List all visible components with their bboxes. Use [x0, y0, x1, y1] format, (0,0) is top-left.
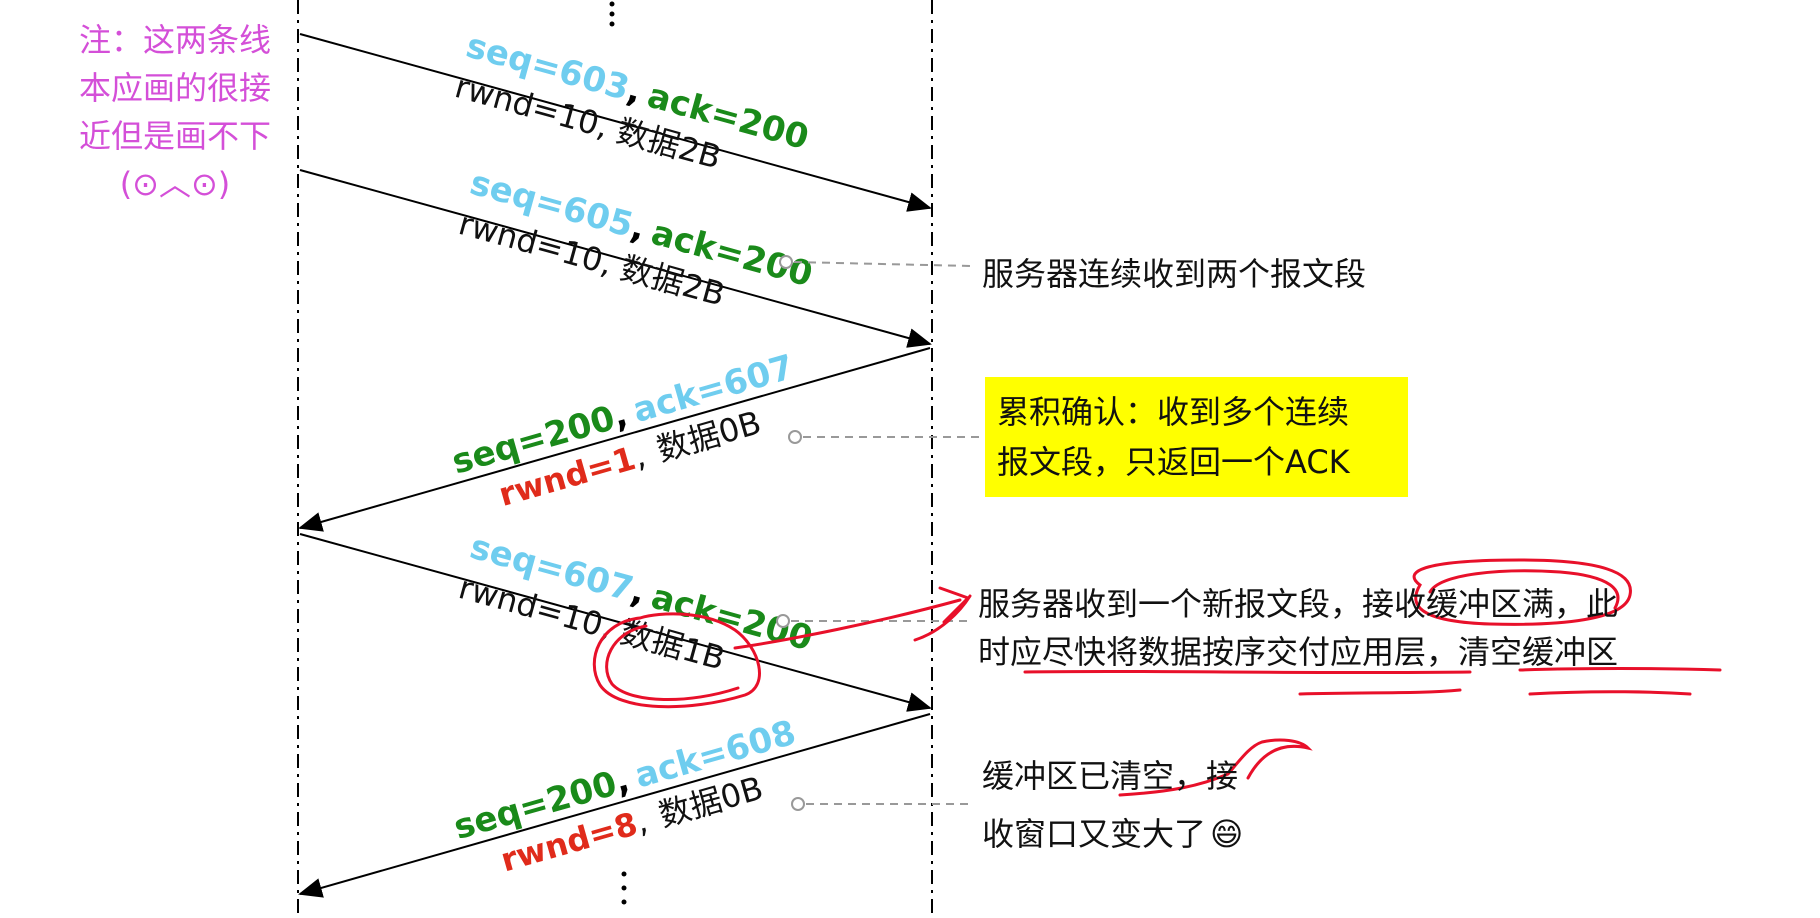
- side-note-line-4: (⊙︿⊙): [119, 165, 231, 203]
- side-note-line-1: 注：这两条线: [78, 21, 271, 59]
- callout-cumulative-ack-line-2: 报文段，只返回一个ACK: [997, 443, 1350, 481]
- underline-clear-buffer: [1518, 667, 1722, 696]
- arrow-segment-4: [299, 533, 932, 712]
- circle-buffer-full-inner: [1428, 569, 1620, 610]
- segment-2-labels: seq=605,ack=200 rwnd=10,数据2B: [455, 163, 817, 314]
- leader-line-1: [779, 255, 973, 269]
- segment-5-labels: seq=200,ack=608 rwnd=8,数据0B: [450, 713, 801, 880]
- bottom-ellipsis: [621, 871, 627, 905]
- grin-emoji-icon: 😄: [1210, 815, 1244, 853]
- leader-line-2: [788, 430, 985, 444]
- top-ellipsis: [609, 1, 615, 27]
- callout-buffer-cleared-line-2: 收窗口又变大了😄: [982, 810, 1243, 858]
- side-note: 注：这两条线 本应画的很接 近但是画不下 (⊙︿⊙): [60, 16, 290, 208]
- red-annotations: [592, 558, 1722, 797]
- arrow-segment-5: [298, 713, 931, 898]
- callout-buffer-cleared-line-1: 缓冲区已清空，接: [982, 757, 1239, 795]
- callout-buffer-cleared-text: 收窗口又变大了: [982, 815, 1207, 853]
- callout-cumulative-ack-line-1: 累积确认：收到多个连续: [997, 393, 1350, 431]
- leader-line-4: [791, 797, 972, 811]
- segment-4-labels: seq=607,ack=200 rwnd=10,数据1B: [455, 527, 817, 678]
- side-note-line-2: 本应画的很接: [78, 69, 271, 107]
- arrow-segment-1: [299, 33, 932, 212]
- callout-cumulative-ack-box: 累积确认：收到多个连续 报文段，只返回一个ACK: [985, 377, 1408, 497]
- arrow-segment-3: [298, 347, 931, 532]
- callout-buffer-full-line-1: 服务器收到一个新报文段，接收缓冲区满，此: [978, 585, 1619, 623]
- segment-3-labels: seq=200,ack=607 rwnd=1,数据0B: [448, 347, 799, 514]
- circle-data-1b-inner: [605, 624, 740, 701]
- arrow-to-callout-2: [913, 594, 972, 642]
- callout-two-segments: 服务器连续收到两个报文段: [982, 255, 1367, 293]
- circle-buffer-full: [1412, 558, 1632, 626]
- underline-deliver: [1023, 669, 1472, 696]
- scribble-buffer-cleared: [1118, 738, 1313, 797]
- circle-data-1b: [592, 612, 761, 709]
- side-note-line-3: 近但是画不下: [78, 117, 271, 155]
- arrow-segment-2: [299, 169, 932, 348]
- callout-buffer-full-line-2: 时应尽快将数据按序交付应用层，清空缓冲区: [978, 633, 1619, 671]
